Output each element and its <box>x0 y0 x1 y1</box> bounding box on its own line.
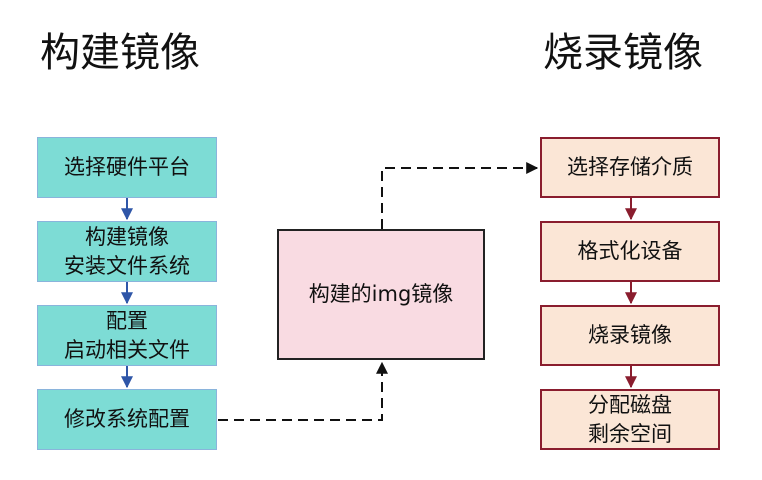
build-step-modify-config: 修改系统配置 <box>37 389 217 450</box>
build-step-configure-boot: 配置 启动相关文件 <box>37 305 217 366</box>
build-image-heading: 构建镜像 <box>40 30 200 76</box>
built-img-image-box: 构建的img镜像 <box>277 229 485 360</box>
flash-step-allocate-space: 分配磁盘 剩余空间 <box>540 389 720 450</box>
build-step-build-image: 构建镜像 安装文件系统 <box>37 221 217 282</box>
dashed-arrow-to-storage <box>381 162 539 229</box>
flash-step-flash-image: 烧录镜像 <box>540 305 720 366</box>
flash-step-select-storage: 选择存储介质 <box>540 137 720 198</box>
dashed-arrow-to-image <box>218 361 388 421</box>
flash-step-format-device: 格式化设备 <box>540 221 720 282</box>
flash-image-heading: 烧录镜像 <box>543 30 703 76</box>
build-step-select-hardware: 选择硬件平台 <box>37 137 217 198</box>
